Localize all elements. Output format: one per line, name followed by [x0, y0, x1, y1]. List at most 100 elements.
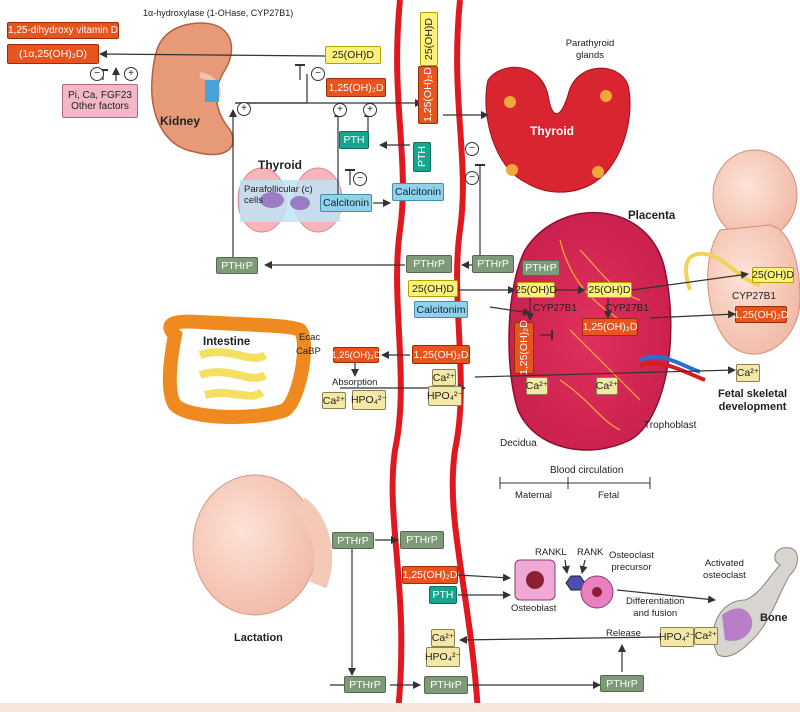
box-ca-bone-vessel: Ca²⁺: [431, 629, 455, 647]
precursor-line-2: precursor: [611, 562, 652, 573]
box-25ohd-fetus: 25(OH)D: [752, 267, 795, 283]
thyroid-parathyroid-illustration: [485, 66, 631, 193]
rankl-label: RANKL: [535, 547, 567, 558]
activated-line-2: osteoclast: [703, 570, 746, 581]
osteoclast-precursor-label: Osteoclast precursor: [609, 550, 654, 574]
blood-circulation-label: Blood circulation: [550, 465, 624, 476]
activated-osteoclast-label: Activated osteoclast: [703, 558, 746, 582]
box-pthrp-bottom-left: PTHrP: [344, 676, 386, 693]
box-25ohd-kidney: 25(OH)D: [325, 46, 381, 64]
osteoblast-label: Osteoblast: [511, 603, 557, 614]
box-hpo4-bone-vessel: HPO₄²⁻: [425, 647, 461, 667]
thyroid-label: Thyroid: [530, 124, 574, 138]
box-calcitonim: Calcitonim: [414, 301, 468, 318]
parathyroid-glands-label: Parathyroid glands: [565, 38, 615, 61]
intestine-label: Intestine: [203, 336, 251, 348]
minus-sign: −: [90, 67, 104, 81]
box-125ohd-placenta: 1,25(OH)₂D: [582, 318, 638, 336]
kidney-illustration: [151, 22, 234, 156]
bone-label: Bone: [760, 612, 788, 624]
box-25ohd-placenta: 25(OH)D: [515, 282, 558, 298]
minus-sign: −: [465, 142, 479, 156]
cabp-label: CaBP: [296, 346, 321, 357]
box-125ohd-intestine: 1,25(OH)₂D: [331, 347, 381, 363]
differentiation-label: Differentiation and fusion: [626, 596, 684, 620]
ecac-label: Ecac: [299, 332, 321, 343]
box-25ohd-fetal-side: 25(OH)D: [587, 282, 632, 298]
diff-line-2: and fusion: [633, 608, 678, 619]
box-ca-maternal: Ca²⁺: [526, 377, 548, 395]
plus-sign: +: [363, 103, 377, 117]
box-hpo4-bone: HPO₄²⁻: [659, 627, 695, 647]
cyp27b1-label-2: CYP27B1: [605, 303, 649, 314]
box-hpo4-intestine: HPO₄²⁻: [351, 390, 387, 410]
decidua-label: Decidua: [500, 438, 537, 449]
plus-sign: +: [333, 103, 347, 117]
cyp27b1-fetus: CYP27B1: [732, 291, 776, 302]
activated-line-1: Activated: [704, 558, 744, 569]
box-pthrp-right: PTHrP: [472, 255, 514, 273]
factors-line-1: Pi, Ca, FGF23: [68, 90, 132, 101]
box-pthrp-vessel: PTHrP: [406, 255, 452, 273]
vitamin-d-formula: (1α,25(OH)₂D): [7, 44, 99, 64]
minus-sign: −: [353, 172, 367, 186]
box-pthrp-vessel-lactation: PTHrP: [400, 531, 444, 549]
box-pth-vessel: PTH: [413, 142, 431, 172]
minus-sign: −: [311, 67, 325, 81]
cyp27b1-label-1: CYP27B1: [533, 303, 577, 314]
box-pthrp-lactation: PTHrP: [332, 532, 374, 549]
enzyme-label: 1α-hydroxylase (1-OHase, CYP27B1): [143, 8, 294, 18]
placenta-label: Placenta: [628, 210, 676, 222]
box-hpo4-vessel-mid: HPO₄²⁻: [427, 386, 463, 406]
absorption-label: Absorption: [332, 377, 378, 388]
box-125ohd-vessel-mid: 1,25(OH)₂D: [412, 345, 470, 364]
rank-label: RANK: [577, 547, 604, 558]
footer-band: [0, 703, 800, 712]
fetal-label-line-1: Fetal skeletal: [718, 388, 788, 400]
parafollicular-cells-label: Parafollicular (c) cells: [244, 184, 313, 206]
factors-line-2: Other factors: [71, 101, 129, 112]
fetal-label: Fetal: [598, 490, 620, 501]
box-pth: PTH: [339, 131, 369, 149]
vitamin-d-label: 1,25-dihydroxy vitamin D: [7, 22, 119, 39]
box-pth-bone: PTH: [429, 586, 457, 604]
regulating-factors: Pi, Ca, FGF23 Other factors: [62, 84, 138, 118]
box-125ohd-placenta-maternal: 1,25(OH)₂D: [514, 321, 534, 375]
box-ca-vessel-mid: Ca²⁺: [432, 369, 456, 386]
box-ca-bone: Ca²⁺: [694, 627, 718, 645]
trophoblast-label: Trophoblast: [644, 420, 697, 431]
box-calcitonin-vessel: Calcitonin: [392, 183, 444, 201]
fetal-label-line-2: development: [718, 401, 787, 413]
box-calcitonin: Calcitonin: [320, 194, 372, 212]
box-ca-fetal: Ca²⁺: [596, 377, 618, 395]
box-125ohd-kidney: 1,25(OH)₂D: [326, 78, 386, 97]
box-ca-fetus: Ca²⁺: [736, 364, 760, 382]
box-pthrp-bottom-vessel: PTHrP: [424, 676, 468, 694]
kidney-label: Kidney: [160, 114, 201, 128]
release-label: Release: [606, 628, 641, 639]
plus-sign: +: [124, 67, 138, 81]
box-25ohd-vessel: 25(OH)D: [420, 12, 438, 66]
plus-sign: +: [237, 102, 251, 116]
precursor-line-1: Osteoclast: [609, 550, 654, 561]
diff-line-1: Differentiation: [626, 596, 685, 607]
minus-sign: −: [465, 171, 479, 185]
box-125ohd-fetus: 1,25(OH)₂D: [734, 306, 788, 323]
box-125ohd-vessel: 1,25(OH)₂D: [418, 66, 438, 124]
bone-illustration: [712, 547, 798, 657]
box-ca-intestine: Ca²⁺: [322, 392, 346, 409]
box-25ohd-maternal: 25(OH)D: [408, 280, 458, 297]
box-pthrp-placenta: PTHrP: [522, 260, 560, 276]
box-pthrp-left: PTHrP: [216, 257, 258, 274]
lactation-label: Lactation: [234, 632, 283, 644]
baby-illustration: [192, 474, 333, 616]
intestine-illustration: [162, 314, 312, 424]
box-125ohd-bone: 1,25(OH)₂D: [402, 566, 458, 584]
box-pthrp-bottom-right: PTHrP: [600, 675, 644, 692]
fetal-skeletal-label: Fetal skeletal development: [718, 388, 787, 414]
maternal-label: Maternal: [515, 490, 552, 501]
vessel-left-wall: [389, 0, 406, 712]
fetus-illustration: [684, 149, 800, 355]
small-thyroid-title: Thyroid: [258, 158, 302, 172]
